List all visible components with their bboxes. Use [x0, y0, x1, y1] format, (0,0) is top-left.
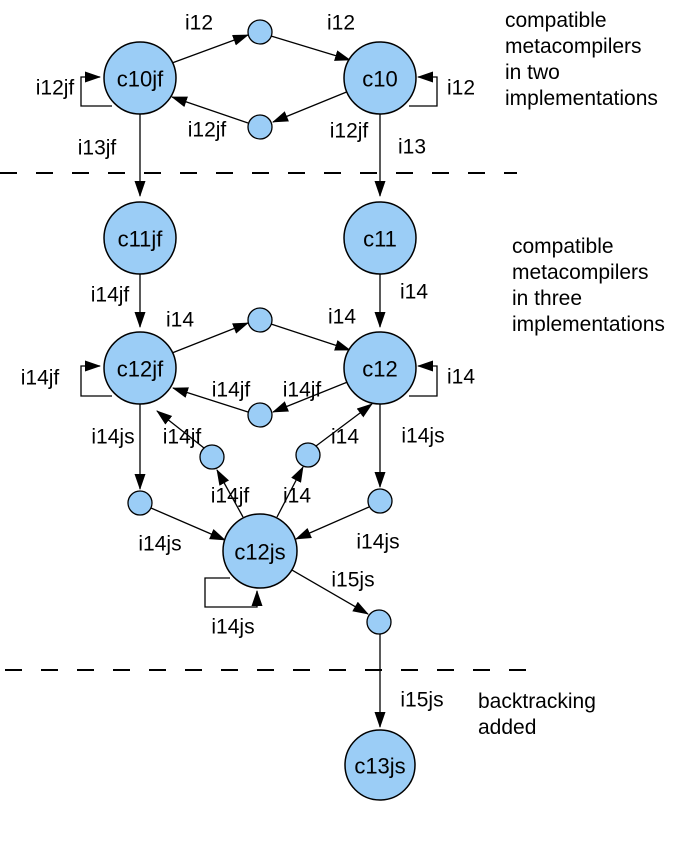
caption-three-implementations: compatible metacompilers in three implement…: [512, 235, 665, 336]
edge-label-bot2-to-c12jf: i14jf: [212, 379, 251, 402]
edge-label-c12-to-nright: i14js: [401, 425, 444, 448]
node-c10: [343, 41, 417, 115]
connector-circle-n-upright: [295, 442, 321, 468]
edge-top1-to-c10: [270, 35, 351, 61]
edge-label-c10jf-to-top1: i12: [185, 12, 213, 35]
edge-label-c12jf-self-loop: i14jf: [21, 367, 60, 390]
edge-label-c10-to-c11: i13: [398, 136, 426, 159]
edge-c12jf-self-loop: [80, 360, 112, 397]
node-label-c10jf: c10jf: [117, 67, 164, 92]
node-c13js: [344, 729, 416, 801]
node-label-c11: c11: [363, 227, 397, 252]
caption-backtracking-line-2: added: [478, 716, 536, 739]
edge-label-c11-to-c12: i14: [400, 281, 428, 304]
edge-label-upleft-to-c12jf: i14jf: [163, 426, 202, 449]
edge-nright-to-c12js: [295, 506, 370, 540]
edge-label-c10-self-loop: i12: [447, 77, 475, 100]
edge-c12-to-bot2: [272, 380, 351, 413]
node-c12jf: [103, 331, 177, 405]
node-label-c10: c10: [362, 67, 397, 92]
edge-c12jf-to-top2: [171, 322, 249, 354]
edge-label-c12js-to-nout: i15js: [331, 569, 374, 592]
edge-label-c12-to-bot2: i14jf: [283, 379, 322, 402]
edge-label-nout-to-c13js: i15js: [400, 689, 443, 712]
edge-c10jf-to-top1: [171, 34, 249, 64]
edge-label-c11jf-to-c12jf: i14jf: [91, 284, 130, 307]
edge-nleft-to-c12js: [150, 507, 226, 541]
edge-label-c10-to-bot1: i12jf: [330, 120, 369, 143]
node-label-c13js: c13js: [354, 754, 405, 779]
edge-label-nleft-to-c12js: i14js: [138, 533, 181, 556]
caption-two-implementations: compatible metacompilers in two implementat…: [505, 9, 658, 110]
caption-two-implementations-line-1: compatible: [505, 9, 607, 32]
edge-label-c10jf-to-c11jf: i13jf: [78, 137, 117, 160]
edge-label-upright-to-c12: i14: [331, 426, 359, 449]
node-c12js: [222, 513, 298, 589]
node-c12: [343, 331, 417, 405]
connector-circle-n-out: [366, 609, 392, 635]
node-label-c12jf: c12jf: [117, 357, 164, 382]
edge-label-c10jf-self-loop: i12jf: [36, 77, 75, 100]
edge-label-nright-to-c12js: i14js: [356, 531, 399, 554]
node-c10jf: [103, 41, 177, 115]
edge-label-top2-to-c12: i14: [328, 306, 356, 329]
edge-label-c12js-to-upleft: i14jf: [211, 485, 250, 508]
edge-c10-self-loop: [409, 71, 438, 107]
connector-circle-n-bot1: [247, 114, 273, 140]
connector-circle-n-top1: [247, 19, 273, 45]
edge-label-c12js-to-upright: i14: [283, 485, 311, 508]
node-label-c12js: c12js: [234, 540, 285, 565]
edge-c12js-to-nout: [291, 569, 369, 615]
edge-c12js-to-upleft: [216, 469, 244, 518]
caption-two-implementations-line-2: metacompilers: [505, 35, 642, 58]
node-c11: [343, 201, 417, 275]
edge-upleft-to-c12jf: [156, 410, 205, 449]
edge-upright-to-c12: [315, 403, 373, 447]
edge-label-c12js-self-loop: i14js: [211, 616, 254, 639]
edge-c12-self-loop: [409, 360, 438, 397]
caption-backtracking: backtracking added: [478, 690, 596, 739]
edge-label-c12jf-to-nleft: i14js: [91, 426, 134, 449]
connector-circle-n-bot2: [247, 402, 273, 428]
caption-three-implementations-line-1: compatible: [512, 235, 614, 258]
caption-three-implementations-line-3: in three: [512, 287, 582, 310]
caption-two-implementations-line-4: implementations: [505, 87, 658, 110]
edge-bot2-to-c12jf: [172, 387, 249, 413]
edge-bot1-to-c10jf: [171, 96, 249, 124]
node-c11jf: [103, 201, 177, 275]
edge-c12js-self-loop: [204, 577, 263, 608]
caption-three-implementations-line-4: implementations: [512, 313, 665, 336]
edge-c12js-to-upright: [276, 466, 304, 518]
caption-backtracking-line-1: backtracking: [478, 690, 596, 713]
connector-circle-n-upleft: [199, 444, 225, 470]
edge-label-c12-self-loop: i14: [447, 366, 475, 389]
caption-three-implementations-line-2: metacompilers: [512, 261, 649, 284]
connector-circle-n-left: [127, 490, 153, 516]
edge-label-top1-to-c10: i12: [327, 12, 355, 35]
edge-label-bot1-to-c10jf: i12jf: [188, 119, 227, 142]
edge-c10jf-self-loop: [80, 71, 112, 107]
node-label-c11jf: c11jf: [118, 227, 164, 252]
node-label-c12: c12: [362, 357, 397, 382]
edge-c10-to-bot1: [272, 90, 350, 123]
edge-label-c12jf-to-top2: i14: [166, 309, 194, 332]
connector-circle-n-right: [367, 488, 393, 514]
edge-top2-to-c12: [270, 323, 351, 351]
caption-two-implementations-line-3: in two: [505, 61, 560, 84]
connector-circle-n-top2: [247, 307, 273, 333]
